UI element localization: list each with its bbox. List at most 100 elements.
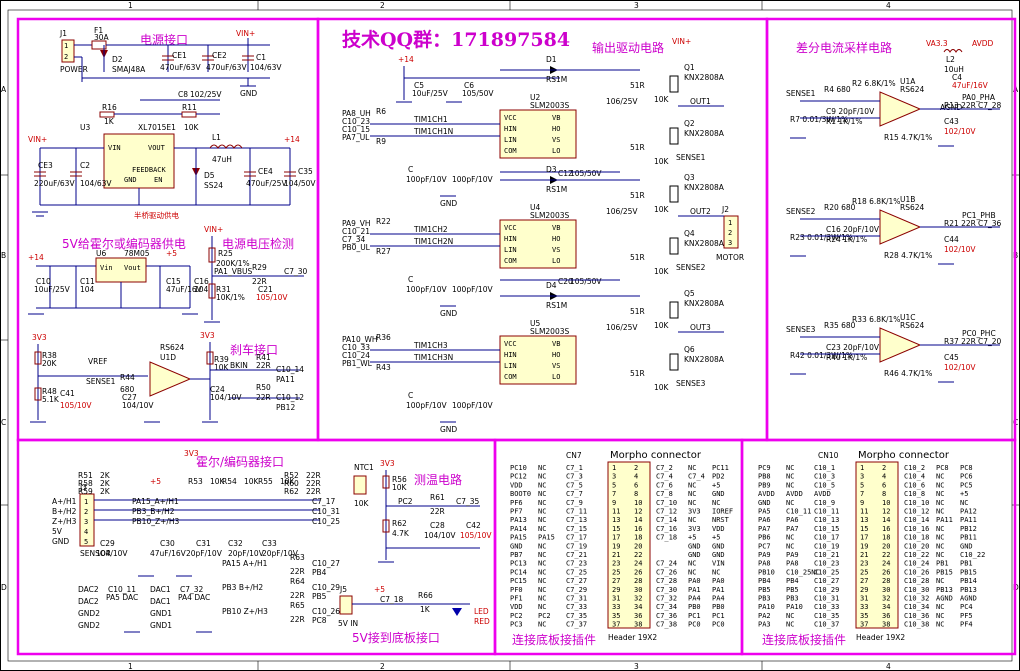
- r61-ref: R61: [430, 493, 445, 502]
- morpho-left-pin: PB6: [758, 534, 771, 542]
- morpho-left-label: C10_29: [814, 586, 839, 594]
- morpho-right-label: C7_14: [656, 516, 677, 524]
- morpho-right-label: C7_28: [656, 577, 677, 585]
- vdetect-section: 电源电压检测 VIN+ R25 200K/1% R31 10K/1% PA1_V…: [204, 225, 308, 323]
- morpho-left-pin: PA10: [758, 603, 775, 611]
- morpho-left-label: C10_37: [814, 621, 839, 629]
- drive-cin-ref: C: [408, 275, 413, 284]
- c15-value: 47uF/16V: [166, 285, 203, 294]
- morpho-right-label: C10_28: [904, 577, 929, 585]
- morpho-right-label: C10_38: [904, 621, 929, 629]
- r29-value: 22R: [252, 277, 267, 286]
- morpho-right-label: C7_36: [656, 612, 677, 620]
- pb-net-resistor: R63: [290, 553, 305, 562]
- diff-ro: R28 4.7K/1%: [884, 251, 932, 260]
- morpho-right-label: C10_16: [904, 525, 929, 533]
- morpho-right-net: PA0: [688, 577, 701, 585]
- r38-ref: R38: [42, 351, 57, 360]
- motor-connector: [723, 215, 739, 249]
- c30-ref: C30: [160, 539, 175, 548]
- morpho-pin-even: 36: [634, 612, 642, 620]
- u3-pin-feedback: FEEDBACK: [132, 166, 167, 174]
- morpho-left-pin: PB10: [758, 568, 775, 576]
- morpho-left-pin: PA2: [758, 612, 771, 620]
- r48-ref: R48: [42, 387, 57, 396]
- r25-ref: R25: [218, 249, 233, 258]
- inductor-l1: [209, 144, 243, 149]
- r16-value: 1K: [104, 117, 115, 126]
- pb-net-resistor: R65: [290, 601, 305, 610]
- morpho-left-label: C7_1: [566, 464, 583, 472]
- fuse-value: 30A: [94, 33, 110, 42]
- sensor-pin-label: A+/H1: [52, 497, 77, 506]
- drive-section: 技术QQ群：171897584 输出驱动电路 +14 C5 10uF/25V C…: [342, 28, 744, 434]
- morpho-right-pin: PC5: [960, 481, 973, 489]
- c15-ref: C15: [166, 277, 181, 286]
- morpho-left-net: NC: [786, 542, 794, 550]
- brake-net-4: PB12: [276, 403, 295, 412]
- diff-rout: R37 22R: [944, 337, 976, 346]
- morpho-left-label: C10_15: [814, 525, 839, 533]
- v5in-title: 5V接到底板接口: [352, 630, 440, 645]
- morpho-right-pin: C10_22: [960, 551, 985, 559]
- c1-value: 104/63V: [250, 63, 282, 72]
- u3-pin-vout: VOUT: [148, 144, 166, 152]
- sensor-pin-number: 1: [84, 498, 88, 506]
- morpho-left-net: NC: [538, 499, 546, 507]
- diff-rb: R24 1K/1%: [826, 235, 867, 244]
- morpho-right-net: GND: [688, 542, 701, 550]
- morpho-pin-even: 22: [634, 551, 642, 559]
- morpho-pin-even: 38: [882, 621, 890, 629]
- r39-value: 10K: [214, 363, 230, 372]
- morpho-right-net: PB0: [688, 603, 701, 611]
- morpho-left-label: C10_23: [814, 560, 839, 568]
- morpho-left-pin: PF7: [510, 508, 523, 516]
- border-col-4-bottom: 4: [886, 662, 891, 671]
- cn10-footer: 连接底板接插件: [762, 632, 846, 647]
- drive-lin-net: TIM1CH2N: [413, 237, 453, 246]
- gate-driver-pin: LO: [552, 373, 560, 381]
- morpho-left-net: NC: [538, 603, 546, 611]
- drive-rh-ref: R36: [376, 333, 391, 342]
- gate-driver-pin: VB: [552, 224, 560, 232]
- morpho-left-net: NC: [786, 481, 794, 489]
- morpho-left-pin: PB7: [510, 551, 523, 559]
- gate-driver-pin: LIN: [504, 246, 517, 254]
- morpho-left-label: C10_9: [814, 499, 835, 507]
- gate-driver-ref: U5: [530, 319, 540, 328]
- c8-value: 102/25V: [190, 90, 222, 99]
- c41-ref: C41: [60, 389, 75, 398]
- c6-value: 105/50V: [462, 89, 494, 98]
- vin-label: VIN+: [236, 29, 255, 38]
- border-col-3: 3: [634, 1, 639, 10]
- morpho-right-pin: VDD: [712, 525, 725, 533]
- morpho-right-net: PB1: [936, 560, 949, 568]
- dac-label: GND2: [78, 621, 100, 630]
- hall-output: C10_25: [312, 517, 340, 526]
- c6-ref: C6: [464, 81, 474, 90]
- morpho-right-label: C7_10: [656, 499, 677, 507]
- morpho-right-label: C7_6: [656, 481, 673, 489]
- morpho-right-pin: PC6: [960, 473, 973, 481]
- morpho-left-pin: PC14: [510, 568, 527, 576]
- morpho-left-net: NC: [786, 612, 794, 620]
- morpho-right-pin: PA12: [960, 508, 977, 516]
- morpho-pin-odd: 33: [612, 603, 620, 611]
- c28-ref: C28: [430, 521, 445, 530]
- u1d-ref: U1D: [160, 353, 176, 362]
- morpho-left-net: NC: [786, 473, 794, 481]
- morpho-pin-even: 20: [634, 542, 642, 550]
- diff-rf: R18 6.8K/1%: [852, 197, 900, 206]
- morpho-right-label: C10_26: [904, 568, 929, 576]
- diff-cout-value: 102/10V: [944, 245, 976, 254]
- diff-rf: R33 6.8K/1%: [852, 315, 900, 324]
- border-col-2-bottom: 2: [380, 662, 385, 671]
- morpho-right-net: NC: [936, 577, 944, 585]
- diff-rin: R20 680: [824, 203, 856, 212]
- diff-cout-value: 102/10V: [944, 127, 976, 136]
- u3-pin-en: EN: [154, 176, 162, 184]
- morpho-pin-odd: 13: [860, 516, 868, 524]
